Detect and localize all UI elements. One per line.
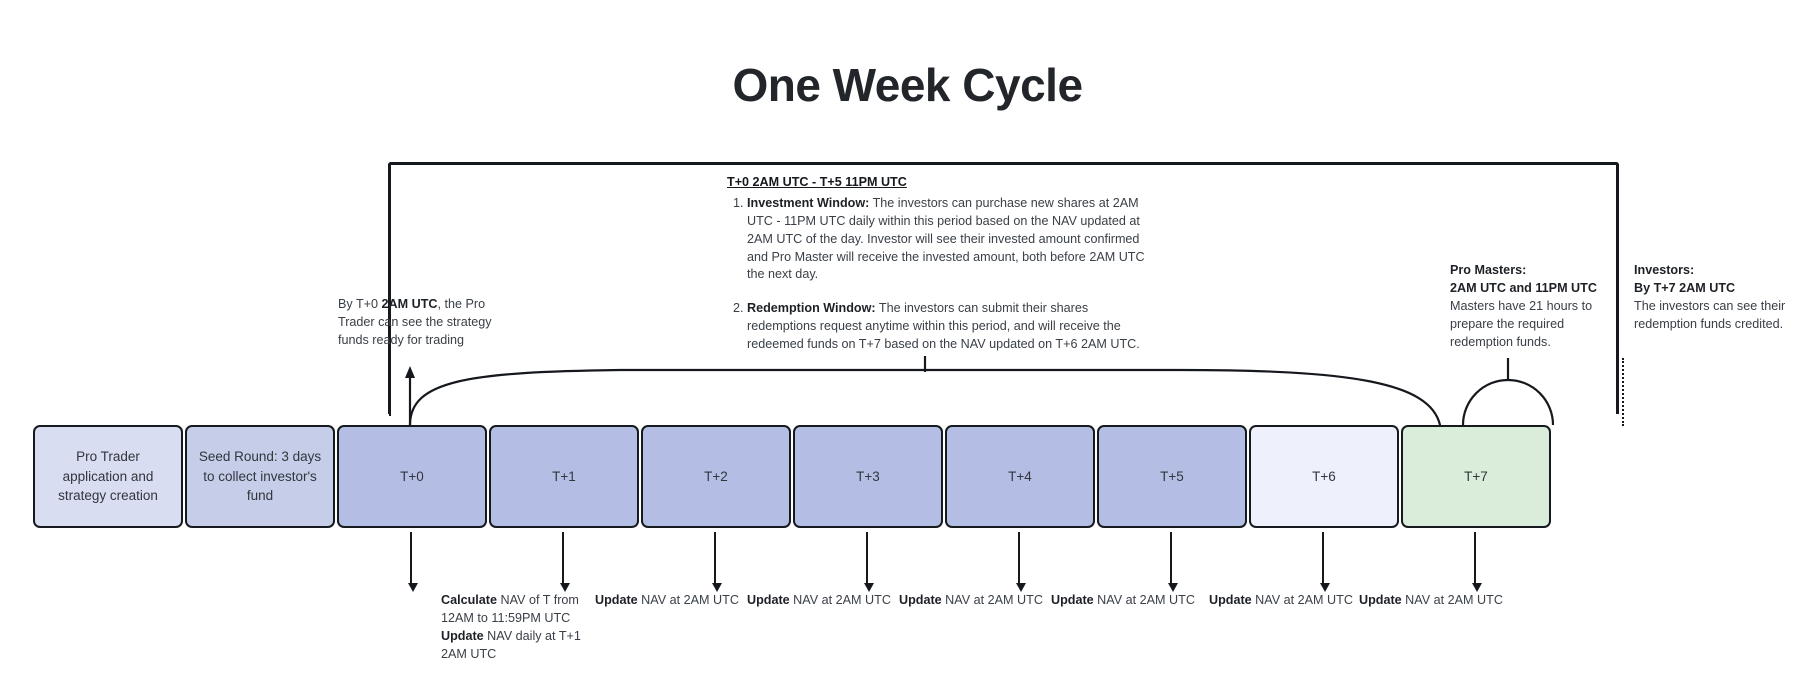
timeline-box-label: T+7: [1464, 468, 1488, 484]
nav-note-3: Update NAV at 2AM UTC: [899, 592, 1079, 610]
nav-note-bold: Update: [1209, 593, 1252, 607]
timeline-box-label: Seed Round: 3 days to collect investor's…: [198, 449, 322, 504]
nav-arrow-1: [559, 532, 570, 592]
nav-arrow-2: [711, 532, 722, 592]
nav-note-bold-2: Update: [441, 628, 484, 643]
pro-trader-note: By T+0 2AM UTC, the Pro Trader can see t…: [338, 296, 503, 350]
investment-window-label: Investment Window:: [747, 195, 870, 210]
timeline-box-label: T+0: [400, 468, 424, 484]
nav-note-text: NAV at 2AM UTC: [1251, 593, 1353, 607]
pro-masters-time: 2AM UTC and 11PM UTC: [1450, 280, 1597, 295]
window-list-item-investment: Investment Window: The investors can pur…: [747, 195, 1147, 284]
nav-note-text: NAV at 2AM UTC: [1401, 593, 1503, 607]
window-list-item-redemption: Redemption Window: The investors can sub…: [747, 300, 1147, 354]
nav-arrow-7: [1471, 532, 1482, 592]
pro-trader-prefix: By T+0: [338, 297, 382, 311]
timeline-box-T0[interactable]: T+0: [337, 425, 487, 528]
nav-note-text-2: NAV daily at T+1 2AM UTC: [441, 628, 581, 661]
timeline-box-T3[interactable]: T+3: [793, 425, 943, 528]
pro-trader-suffix: , the Pro Trader can see the strategy fu…: [338, 297, 492, 347]
redemption-window-text: The investors can submit their shares re…: [747, 301, 1140, 351]
timeline-box-T4[interactable]: T+4: [945, 425, 1095, 528]
redemption-window-label: Redemption Window:: [747, 301, 876, 316]
nav-note-bold: Update: [595, 593, 638, 607]
timeline-box-label: T+4: [1008, 468, 1032, 484]
nav-note-0: Calculate NAV of T from 12AM to 11:59PM …: [441, 592, 591, 664]
nav-note-6: Update NAV at 2AM UTC: [1359, 592, 1539, 610]
timeline-box-label: T+1: [552, 468, 576, 484]
nav-note-5: Update NAV at 2AM UTC: [1209, 592, 1389, 610]
nav-note-text: NAV of T from 12AM to 11:59PM UTC: [441, 593, 579, 625]
window-list: Investment Window: The investors can pur…: [727, 195, 1147, 354]
timeline-box-T2[interactable]: T+2: [641, 425, 791, 528]
investors-time: By T+7 2AM UTC: [1634, 280, 1736, 295]
window-headline: T+0 2AM UTC - T+5 11PM UTC: [727, 175, 907, 189]
timeline-box-T6[interactable]: T+6: [1249, 425, 1399, 528]
pro-masters-title: Pro Masters:: [1450, 263, 1527, 277]
timeline-box-phase-0[interactable]: Pro Trader application and strategy crea…: [33, 425, 183, 528]
nav-note-text: NAV at 2AM UTC: [637, 593, 739, 607]
nav-note-bold: Calculate: [441, 593, 497, 607]
nav-note-bold: Update: [899, 593, 942, 607]
nav-note-text: NAV at 2AM UTC: [789, 593, 891, 607]
pro-masters-body: Masters have 21 hours to prepare the req…: [1450, 298, 1593, 349]
timeline-box-label: T+2: [704, 468, 728, 484]
nav-note-bold: Update: [1359, 593, 1402, 607]
investors-title: Investors:: [1634, 263, 1695, 277]
investors-connector: [1622, 358, 1624, 426]
investors-note: Investors: By T+7 2AM UTC The investors …: [1634, 262, 1794, 334]
pro-masters-note: Pro Masters: 2AM UTC and 11PM UTC Master…: [1450, 262, 1610, 351]
page-title: One Week Cycle: [732, 59, 1083, 111]
nav-note-text: NAV at 2AM UTC: [1093, 593, 1195, 607]
timeline-box-T1[interactable]: T+1: [489, 425, 639, 528]
timeline-box-phase-1[interactable]: Seed Round: 3 days to collect investor's…: [185, 425, 335, 528]
timeline-box-T5[interactable]: T+5: [1097, 425, 1247, 528]
investors-body: The investors can see their redemption f…: [1634, 298, 1786, 331]
timeline-box-label: T+6: [1312, 468, 1336, 484]
timeline-box-label: T+3: [856, 468, 880, 484]
pro-trader-connector: [389, 288, 391, 416]
pro-trader-bold: 2AM UTC: [381, 297, 438, 311]
window-note-block: T+0 2AM UTC - T+5 11PM UTC Investment Wi…: [727, 174, 1147, 354]
nav-note-1: Update NAV at 2AM UTC: [595, 592, 775, 610]
timeline-box-label: Pro Trader application and strategy crea…: [58, 449, 158, 504]
nav-note-bold: Update: [1051, 593, 1094, 607]
nav-note-2: Update NAV at 2AM UTC: [747, 592, 927, 610]
nav-note-4: Update NAV at 2AM UTC: [1051, 592, 1231, 610]
nav-arrow-4: [1015, 532, 1026, 592]
nav-arrow-3: [863, 532, 874, 592]
nav-note-bold: Update: [747, 593, 790, 607]
investment-window-text: The investors can purchase new shares at…: [747, 195, 1145, 282]
nav-note-text: NAV at 2AM UTC: [941, 593, 1043, 607]
timeline-box-T7[interactable]: T+7: [1401, 425, 1551, 528]
nav-arrow-6: [1319, 532, 1330, 592]
nav-arrow-0: [407, 532, 418, 592]
timeline-box-label: T+5: [1160, 468, 1184, 484]
nav-arrow-5: [1167, 532, 1178, 592]
